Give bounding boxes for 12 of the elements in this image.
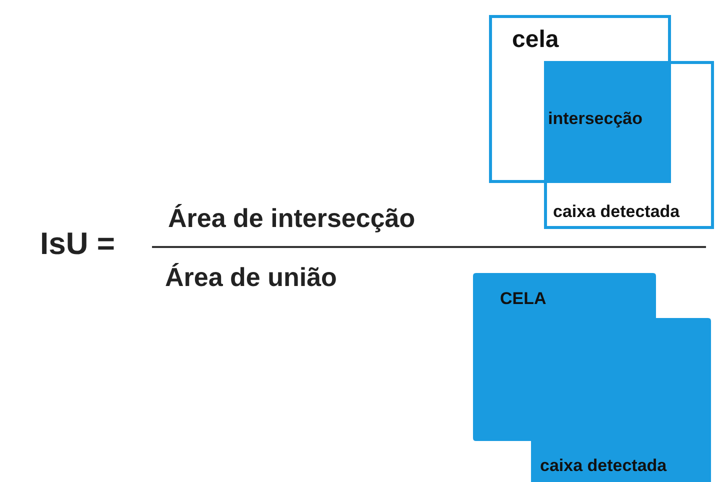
square-label: cela xyxy=(512,26,559,54)
square-label: caixa detectada xyxy=(553,202,680,222)
union-shape xyxy=(473,273,711,482)
denominator-text: Área de união xyxy=(165,262,337,293)
outline-square xyxy=(489,15,671,183)
square-label: CELA xyxy=(500,289,546,309)
square-label: caixa detectada xyxy=(540,456,667,476)
formula-name: IsU = xyxy=(40,226,115,262)
numerator-text: Área de intersecção xyxy=(168,203,416,234)
square-label: intersecção xyxy=(548,109,642,129)
filled-square xyxy=(544,61,671,183)
outline-square xyxy=(544,61,714,229)
